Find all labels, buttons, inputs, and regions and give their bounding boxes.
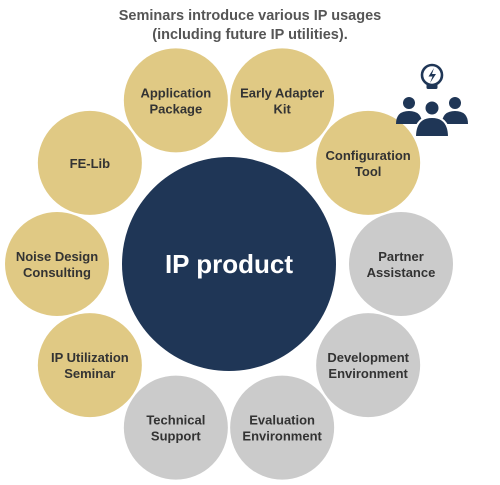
item-circle xyxy=(123,48,228,153)
item-circle xyxy=(5,212,109,316)
item-node: FE-Lib xyxy=(37,110,142,215)
item-circle xyxy=(316,313,421,418)
team-idea-icon xyxy=(396,63,468,138)
item-label: FE-Lib xyxy=(70,156,110,171)
item-label: Application xyxy=(140,85,211,100)
item-circle xyxy=(123,375,228,480)
diagram-title: Seminars introduce various IP usages (in… xyxy=(0,7,500,45)
item-label: Noise Design xyxy=(16,249,98,264)
item-label: Development xyxy=(327,350,409,365)
item-label: Tool xyxy=(355,164,381,179)
item-circle xyxy=(349,212,453,316)
item-circle xyxy=(316,110,421,215)
item-label: Support xyxy=(151,429,201,444)
center-label: IP product xyxy=(165,249,293,279)
item-circle xyxy=(230,375,335,480)
item-label: Technical xyxy=(146,413,205,428)
item-label: Seminar xyxy=(64,366,115,381)
item-label: Partner xyxy=(378,249,424,264)
item-label: Kit xyxy=(273,101,291,116)
item-label: Early Adapter xyxy=(240,85,324,100)
item-circle xyxy=(37,313,142,418)
item-label: Environment xyxy=(328,366,408,381)
title-line-1: Seminars introduce various IP usages xyxy=(118,8,382,24)
item-label: Assistance xyxy=(367,265,436,280)
item-label: Environment xyxy=(242,429,322,444)
item-label: Consulting xyxy=(23,265,91,280)
item-label: Evaluation xyxy=(249,413,315,428)
item-label: IP Utilization xyxy=(51,350,129,365)
center-circle xyxy=(122,157,336,371)
title-line-2: (including future IP utilities). xyxy=(152,27,348,43)
item-circle xyxy=(230,48,335,153)
item-label: Configuration xyxy=(326,148,411,163)
item-circle xyxy=(37,110,142,215)
item-label: Package xyxy=(149,101,202,116)
